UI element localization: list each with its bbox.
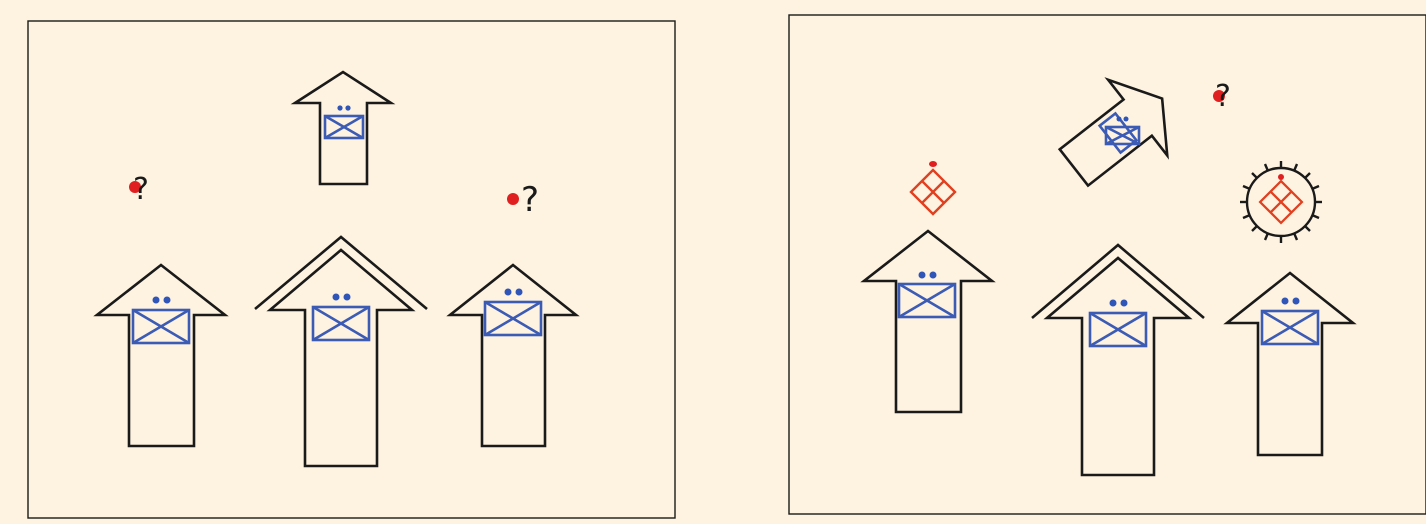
- left-panel: ? ?: [28, 21, 675, 518]
- right-panel: ?: [789, 15, 1426, 514]
- threat-question-mark: ?: [521, 180, 539, 220]
- threat-question-mark: ?: [1215, 79, 1231, 114]
- threat-question-mark: ?: [133, 172, 149, 207]
